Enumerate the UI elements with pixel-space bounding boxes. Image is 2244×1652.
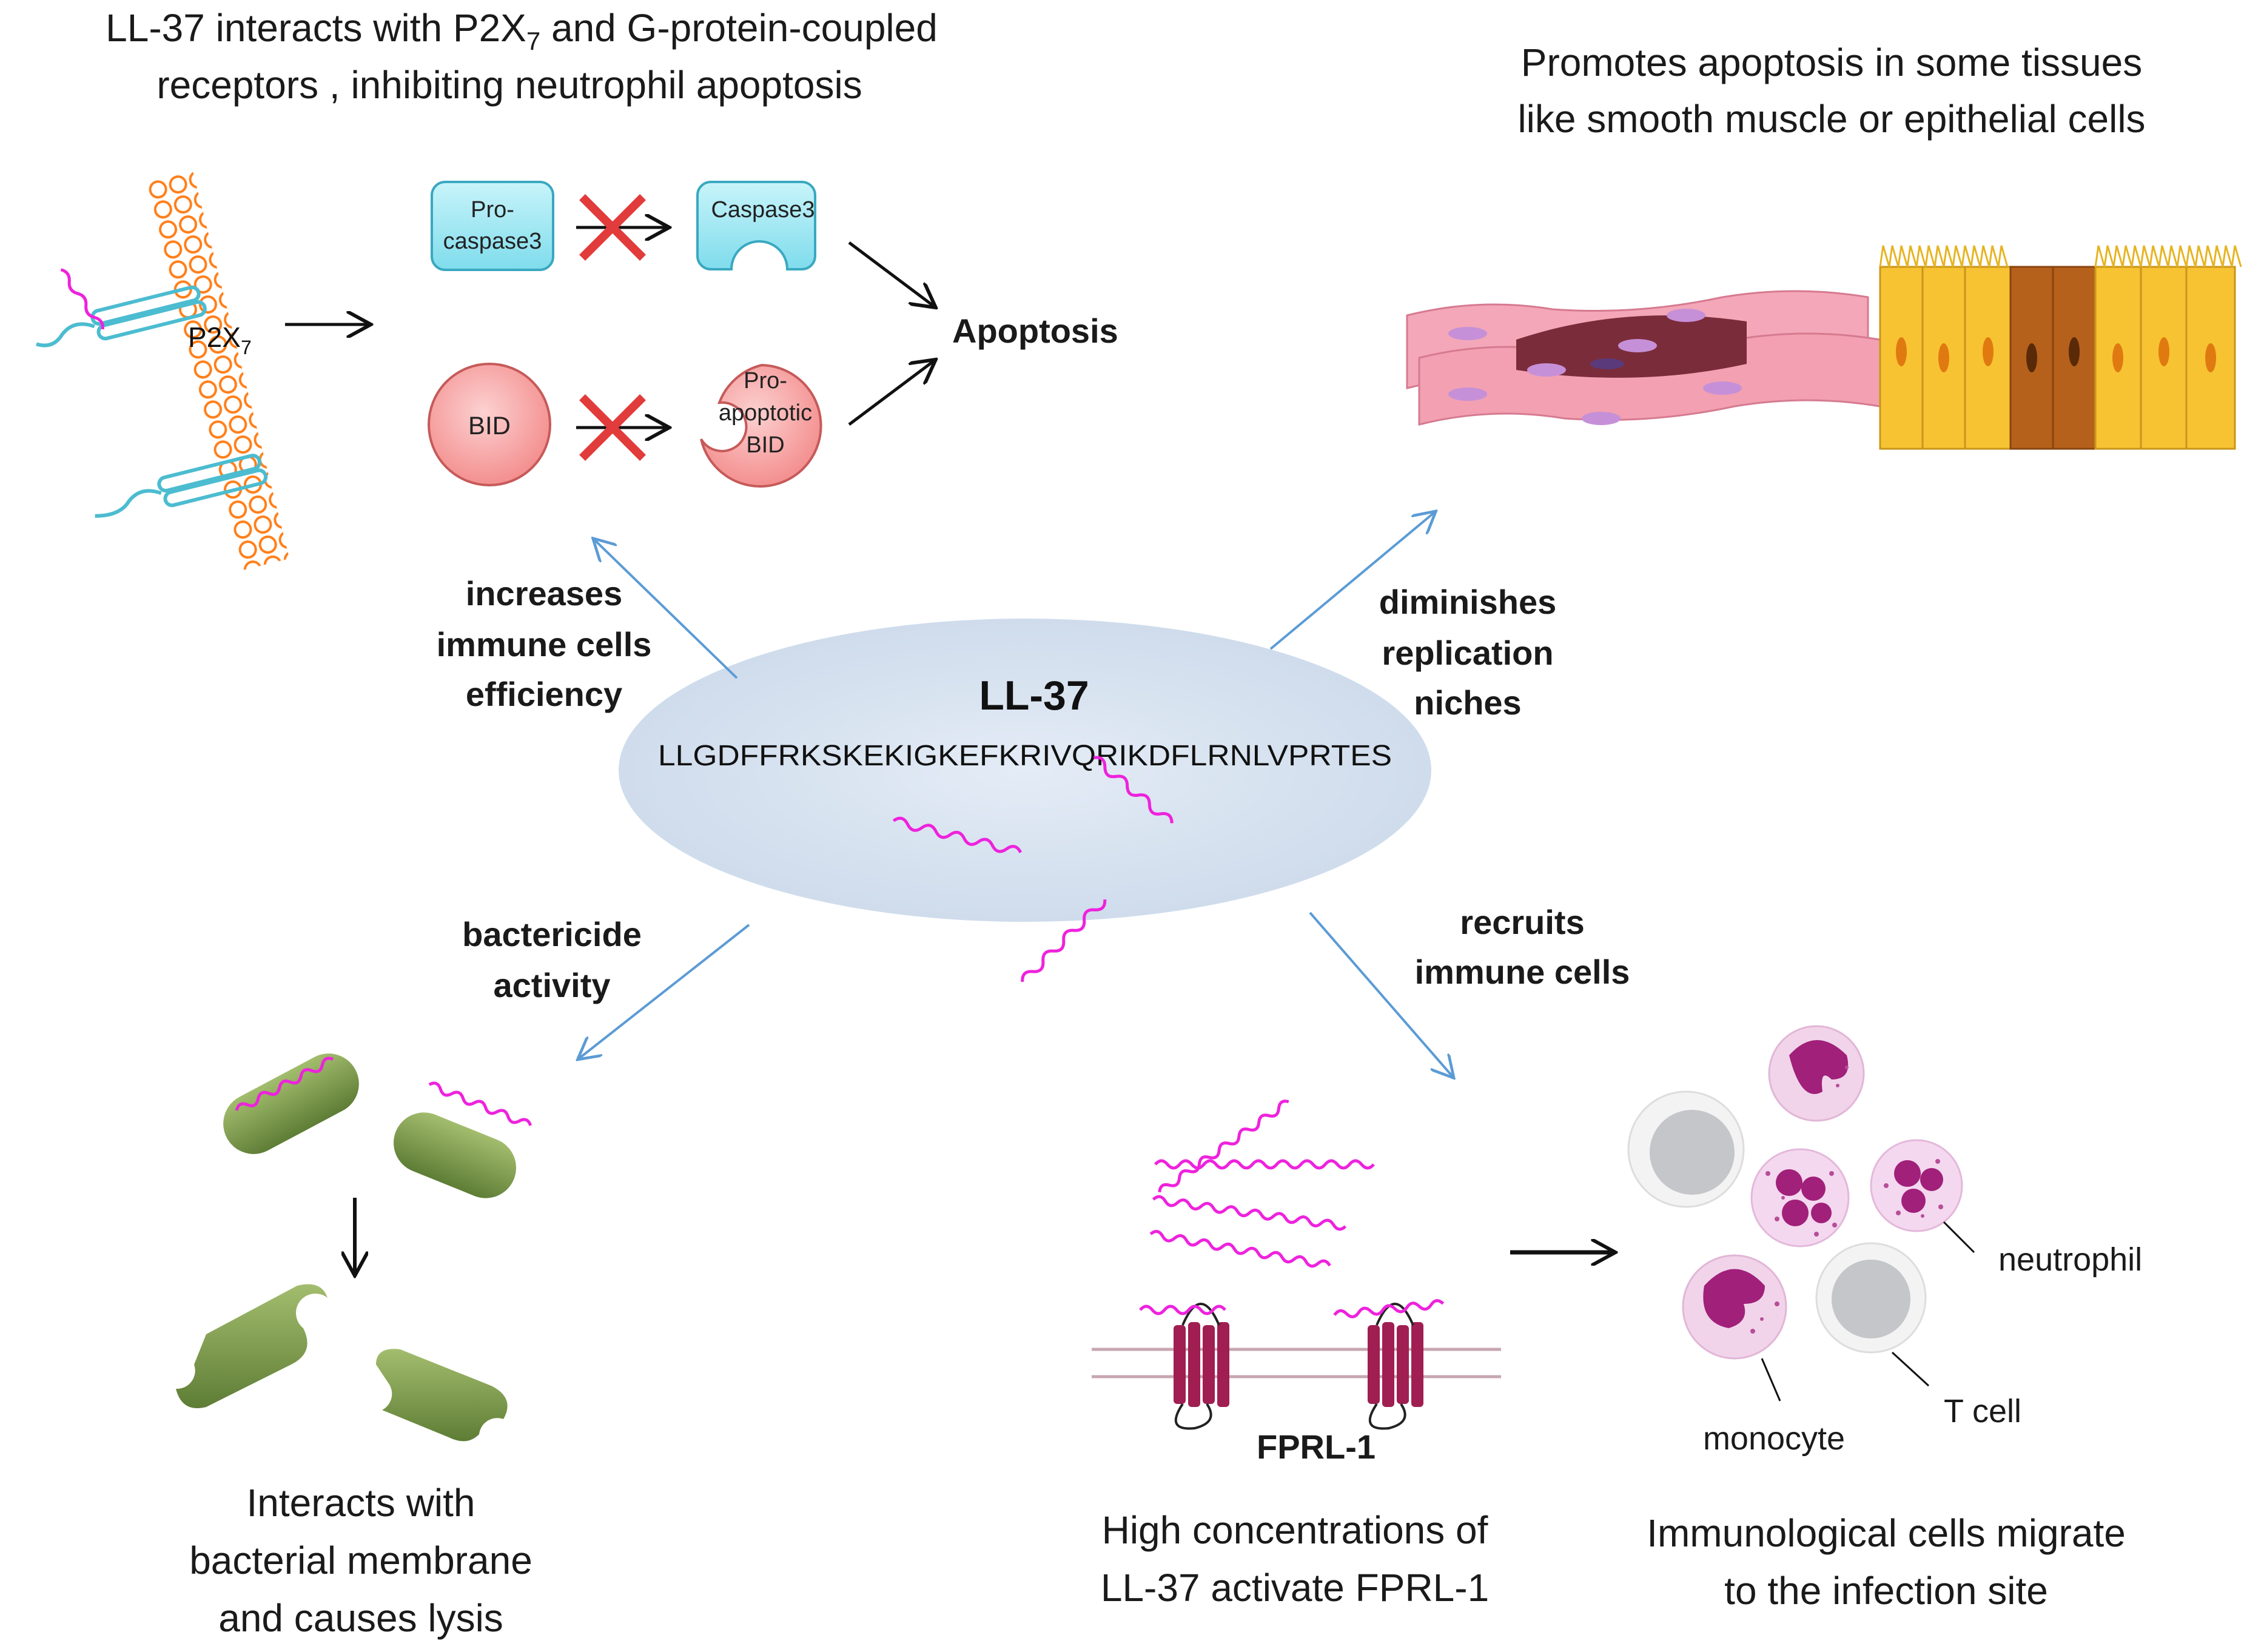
- effect-label-bactericide: bactericide activity: [462, 915, 642, 1004]
- svg-text:Caspase3: Caspase3: [711, 197, 815, 223]
- svg-text:BID: BID: [746, 432, 784, 458]
- block-cross-caspase-icon: [579, 194, 646, 261]
- epithelial-tissue-icon: [1879, 245, 2242, 450]
- svg-text:bactericide: bactericide: [462, 915, 642, 953]
- ll37-sequence: LLGDFFRKSKEKIGKEFKRIVQRIKDFLRNLVPRTES: [658, 740, 1392, 772]
- arrow-bid-to-apoptosis: [848, 361, 934, 426]
- ll37-peptide-icon: [60, 268, 104, 330]
- svg-text:niches: niches: [1414, 683, 1521, 722]
- arrow-to-immune-efficiency: [594, 540, 738, 679]
- svg-text:recruits: recruits: [1460, 903, 1584, 941]
- svg-text:High concentrations of: High concentrations of: [1102, 1508, 1488, 1552]
- ll37-title: LL-37: [979, 673, 1089, 719]
- immune-cells-icon: [1627, 1025, 1975, 1402]
- caption-bacterial-lysis: Interacts with bacterial membrane and ca…: [189, 1481, 532, 1640]
- cell-membrane-band: [146, 170, 290, 571]
- label-monocyte: monocyte: [1703, 1420, 1845, 1457]
- svg-text:caspase3: caspase3: [443, 229, 542, 254]
- bid-circle: BID: [428, 363, 551, 486]
- svg-text:Pro-: Pro-: [471, 197, 514, 223]
- fprl1-label: FPRL-1: [1257, 1428, 1376, 1466]
- procaspase3-box: Pro- caspase3: [431, 181, 554, 271]
- fprl1-membrane: [1092, 1348, 1501, 1378]
- svg-text:replication: replication: [1382, 634, 1553, 672]
- svg-text:diminishes: diminishes: [1379, 583, 1557, 621]
- arrow-to-recruitment: [1309, 912, 1453, 1076]
- svg-text:efficiency: efficiency: [466, 675, 622, 713]
- svg-text:immune cells: immune cells: [1415, 953, 1630, 991]
- arrow-to-tissue-apoptosis: [1269, 512, 1434, 650]
- caption-tissue-line2: like smooth muscle or epithelial cells: [1517, 97, 2145, 141]
- svg-text:LL-37 activate FPRL-1: LL-37 activate FPRL-1: [1101, 1566, 1489, 1610]
- svg-text:activity: activity: [494, 966, 611, 1004]
- bacteria-lysed-icon: [176, 1284, 508, 1442]
- label-neutrophil: neutrophil: [1998, 1241, 2142, 1278]
- ll37-cluster-icon: [1139, 1100, 1445, 1318]
- arrow-to-bactericide: [579, 924, 750, 1058]
- block-cross-bid-icon: [579, 394, 646, 461]
- bacteria-intact-icon: [223, 1053, 532, 1198]
- ll37-helix-icons: [892, 756, 1174, 982]
- label-t-cell: T cell: [1944, 1393, 2021, 1429]
- caption-immune-migration: Immunological cells migrate to the infec…: [1647, 1511, 2126, 1613]
- svg-text:bacterial membrane: bacterial membrane: [189, 1539, 532, 1582]
- fprl1-receptor-icon: [1174, 1303, 1423, 1430]
- p2x7-receptor-icon: [36, 285, 268, 518]
- ll37-ellipse: [619, 619, 1431, 922]
- caption-p2x7-line1: LL-37 interacts with P2X7 and G-protein-…: [106, 6, 938, 55]
- caption-fprl1-activation: High concentrations of LL-37 activate FP…: [1101, 1508, 1489, 1610]
- caspase3-box: Caspase3: [696, 181, 816, 270]
- caption-tissue-line1: Promotes apoptosis in some tissues: [1521, 41, 2142, 84]
- p2x7-label: P2X7: [188, 321, 252, 358]
- svg-text:increases: increases: [466, 574, 622, 613]
- svg-text:immune cells: immune cells: [437, 625, 652, 663]
- svg-text:Pro-: Pro-: [744, 368, 787, 394]
- svg-text:BID: BID: [468, 411, 511, 440]
- proapoptotic-bid-circle: Pro- apoptotic BID: [700, 363, 822, 488]
- arrow-caspase-to-apoptosis: [848, 241, 934, 306]
- smooth-muscle-tissue-icon: [1406, 290, 1881, 426]
- svg-text:apoptotic: apoptotic: [719, 400, 812, 426]
- caption-p2x7-line2: receptors , inhibiting neutrophil apopto…: [156, 63, 862, 107]
- effect-label-immune-efficiency: increases immune cells efficiency: [437, 574, 652, 713]
- effect-label-replication-niches: diminishes replication niches: [1379, 583, 1557, 722]
- effect-label-recruitment: recruits immune cells: [1415, 903, 1630, 991]
- svg-text:and causes lysis: and causes lysis: [218, 1596, 503, 1640]
- apoptosis-label: Apoptosis: [952, 312, 1118, 350]
- svg-text:Immunological cells migrate: Immunological cells migrate: [1647, 1511, 2126, 1555]
- svg-text:Interacts with: Interacts with: [246, 1481, 475, 1525]
- svg-text:to the infection site: to the infection site: [1724, 1569, 2048, 1613]
